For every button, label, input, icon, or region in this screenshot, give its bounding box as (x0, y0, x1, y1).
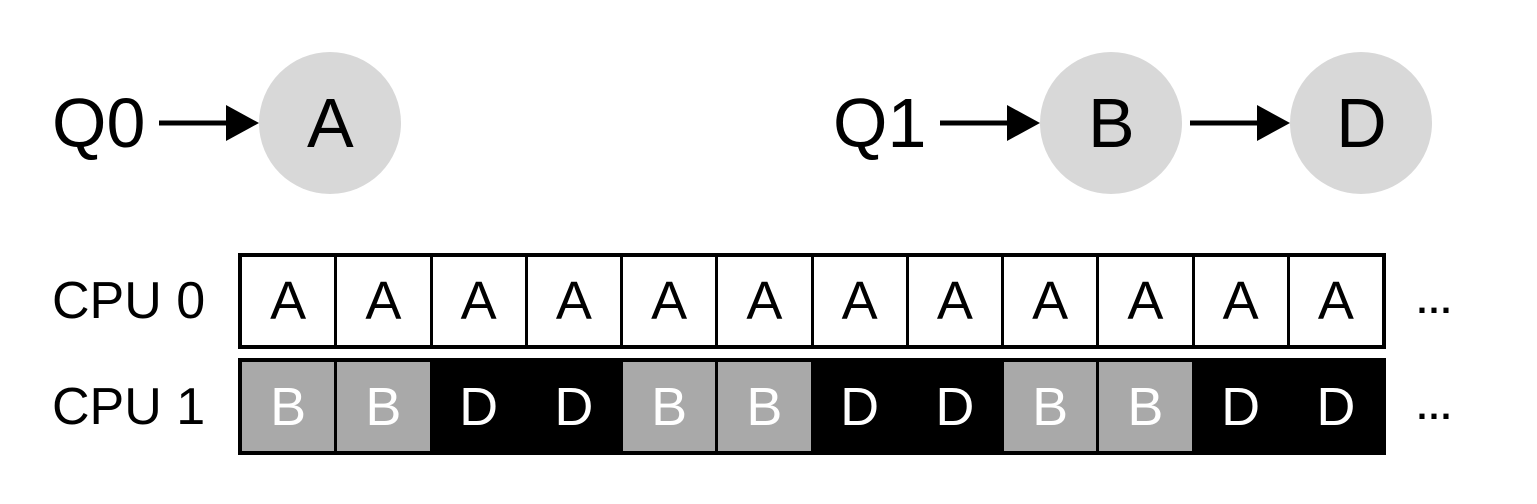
right-arrow-icon (159, 103, 260, 143)
job-node-a: A (259, 52, 402, 194)
timeline-cell-a: A (623, 257, 719, 345)
timeline-cell-a: A (1099, 257, 1195, 345)
timeline-cell-a: A (908, 257, 1004, 345)
timeline-cell-d: D (527, 362, 623, 451)
timeline-cell-b: B (242, 362, 338, 451)
timeline-cell-a: A (527, 257, 623, 345)
timeline-cell-d: D (813, 362, 909, 451)
queue-q1-label: Q1 (833, 84, 927, 162)
timeline-cell-a: A (1289, 257, 1382, 345)
queue-q0-label: Q0 (52, 84, 146, 162)
cpu0-ellipsis: ... (1416, 280, 1453, 321)
timeline-cell-b: B (337, 362, 433, 451)
timeline-cell-a: A (813, 257, 909, 345)
right-arrow-icon (940, 103, 1041, 143)
timeline-cell-a: A (1004, 257, 1100, 345)
timeline-cell-a: A (718, 257, 814, 345)
timeline-cell-b: B (1099, 362, 1195, 451)
timeline-cell-a: A (242, 257, 338, 345)
right-arrow-icon (1190, 103, 1291, 143)
timeline-cell-a: A (337, 257, 433, 345)
timeline-cell-d: D (1194, 362, 1290, 451)
job-node-d: D (1290, 52, 1433, 194)
timeline-cell-b: B (718, 362, 814, 451)
cpu0-label: CPU 0 (52, 272, 206, 330)
cpu1-ellipsis: ... (1416, 385, 1453, 427)
timeline-cell-b: B (623, 362, 719, 451)
timeline-cell-d: D (908, 362, 1004, 451)
timeline-cell-a: A (1194, 257, 1290, 345)
queue-q0-chain: A (159, 52, 402, 194)
queue-q0: Q0 A (52, 52, 402, 194)
cpu1-label: CPU 1 (52, 377, 206, 436)
timeline-cell-d: D (1289, 362, 1382, 451)
job-node-b: B (1040, 52, 1183, 194)
timeline-cell-d: D (432, 362, 528, 451)
timeline-cell-a: A (432, 257, 528, 345)
timeline-cell-b: B (1004, 362, 1100, 451)
